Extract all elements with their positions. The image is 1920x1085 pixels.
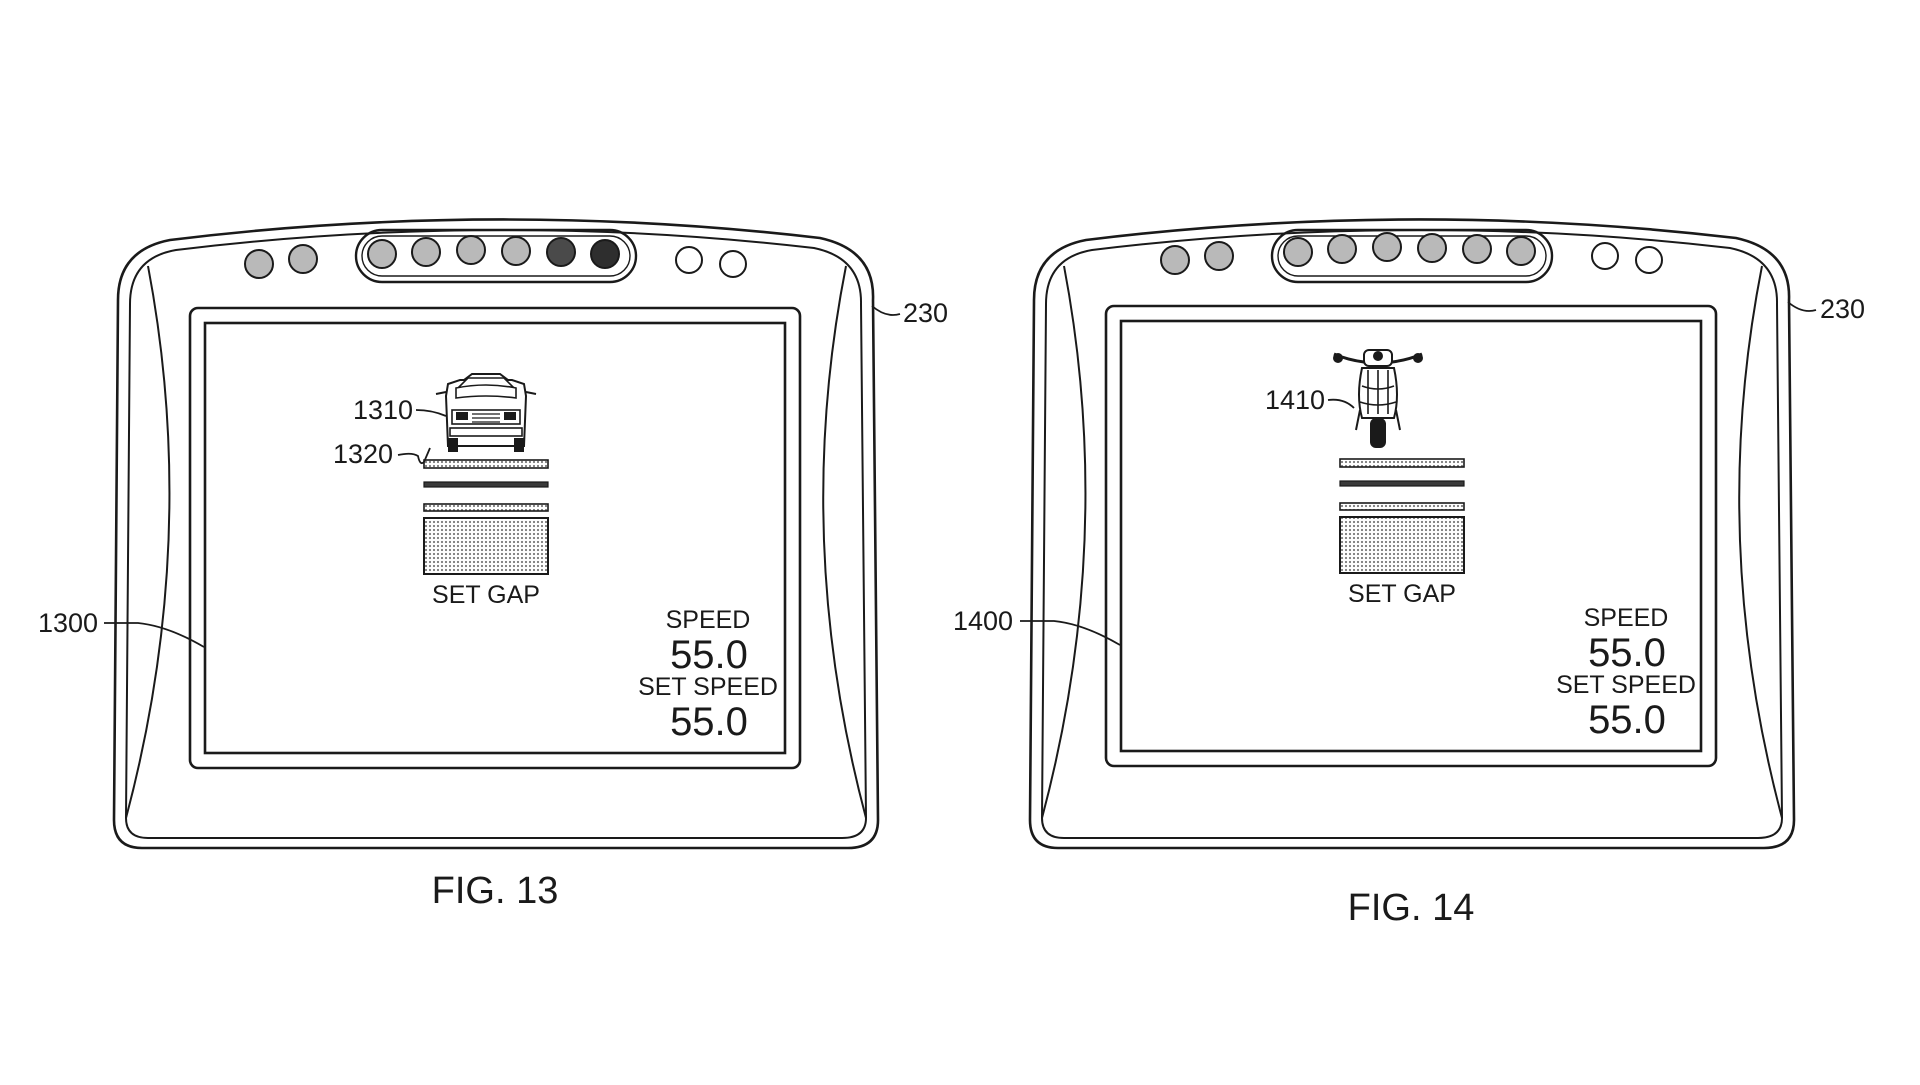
leader-line: [1787, 301, 1817, 312]
set-speed-value: 55.0: [1588, 698, 1666, 742]
leader-line: [397, 447, 431, 465]
figure-13: SET GAP SPEED 55.0 SET SPEED 55.0 230 13…: [38, 218, 948, 912]
display-screen-outer: [188, 306, 802, 770]
gap-bar: [1339, 458, 1465, 468]
indicator-light: [1635, 246, 1663, 274]
figure-caption: FIG. 13: [432, 870, 559, 912]
speed-value: 55.0: [1588, 631, 1666, 675]
speed-value: 55.0: [670, 633, 748, 677]
left-bezel-curve: [125, 265, 171, 819]
gap-bar: [1339, 480, 1465, 487]
display-screen-outer: [1104, 304, 1718, 768]
indicator-light: [590, 239, 620, 269]
indicator-light: [456, 235, 486, 265]
ref-vehicle: 1410: [1265, 385, 1325, 415]
indicator-light: [1160, 245, 1190, 275]
gap-bar: [423, 503, 549, 512]
display-housing-outer: [1028, 218, 1796, 850]
display-screen-inner: [203, 321, 787, 755]
display-housing-outer: [112, 218, 880, 850]
gap-bar: [423, 481, 549, 488]
indicator-capsule: [1270, 228, 1554, 284]
gap-label: SET GAP: [432, 581, 540, 609]
leader-line: [104, 622, 205, 648]
indicator-light: [367, 239, 397, 269]
ref-housing: 230: [903, 298, 948, 328]
leader-line: [415, 409, 447, 417]
set-speed-label: SET SPEED: [638, 673, 778, 701]
indicator-light: [244, 249, 274, 279]
ref-housing: 230: [1820, 294, 1865, 324]
display-screen-inner: [1119, 319, 1703, 753]
right-bezel-curve: [822, 265, 867, 819]
leader-line: [1020, 620, 1121, 646]
figure-14: SET GAP SPEED 55.0 SET SPEED 55.0 230 14…: [953, 218, 1865, 929]
indicator-light: [411, 237, 441, 267]
gap-bar: [423, 459, 549, 469]
indicator-light: [719, 250, 747, 278]
gap-block: [423, 517, 549, 575]
indicator-light: [1417, 233, 1447, 263]
indicator-light: [546, 237, 576, 267]
leader-line: [1327, 398, 1355, 409]
gap-bar: [1339, 502, 1465, 511]
leader-line: [871, 305, 901, 316]
indicator-capsule-inner: [1277, 235, 1547, 277]
right-bezel-curve: [1738, 265, 1783, 819]
indicator-light: [501, 236, 531, 266]
indicator-light: [1283, 237, 1313, 267]
indicator-light: [1506, 236, 1536, 266]
speed-label: SPEED: [666, 606, 751, 634]
speed-label: SPEED: [1584, 604, 1669, 632]
indicator-light: [288, 244, 318, 274]
ref-screen: 1300: [38, 608, 98, 638]
indicator-light: [675, 246, 703, 274]
car-icon: [435, 373, 537, 452]
indicator-light: [1462, 234, 1492, 264]
ref-screen: 1400: [953, 606, 1013, 636]
ref-gap-indicator: 1320: [333, 439, 393, 469]
indicator-capsule-inner: [361, 235, 631, 277]
left-bezel-curve: [1041, 265, 1087, 819]
set-speed-label: SET SPEED: [1556, 671, 1696, 699]
indicator-light: [1204, 241, 1234, 271]
set-speed-value: 55.0: [670, 700, 748, 744]
gap-label: SET GAP: [1348, 580, 1456, 608]
indicator-capsule: [354, 228, 638, 284]
ref-vehicle: 1310: [353, 395, 413, 425]
indicator-light: [1327, 234, 1357, 264]
indicator-light: [1372, 232, 1402, 262]
motorcycle-icon: [1333, 349, 1423, 448]
indicator-light: [1591, 242, 1619, 270]
figure-caption: FIG. 14: [1348, 887, 1475, 929]
gap-block: [1339, 516, 1465, 574]
